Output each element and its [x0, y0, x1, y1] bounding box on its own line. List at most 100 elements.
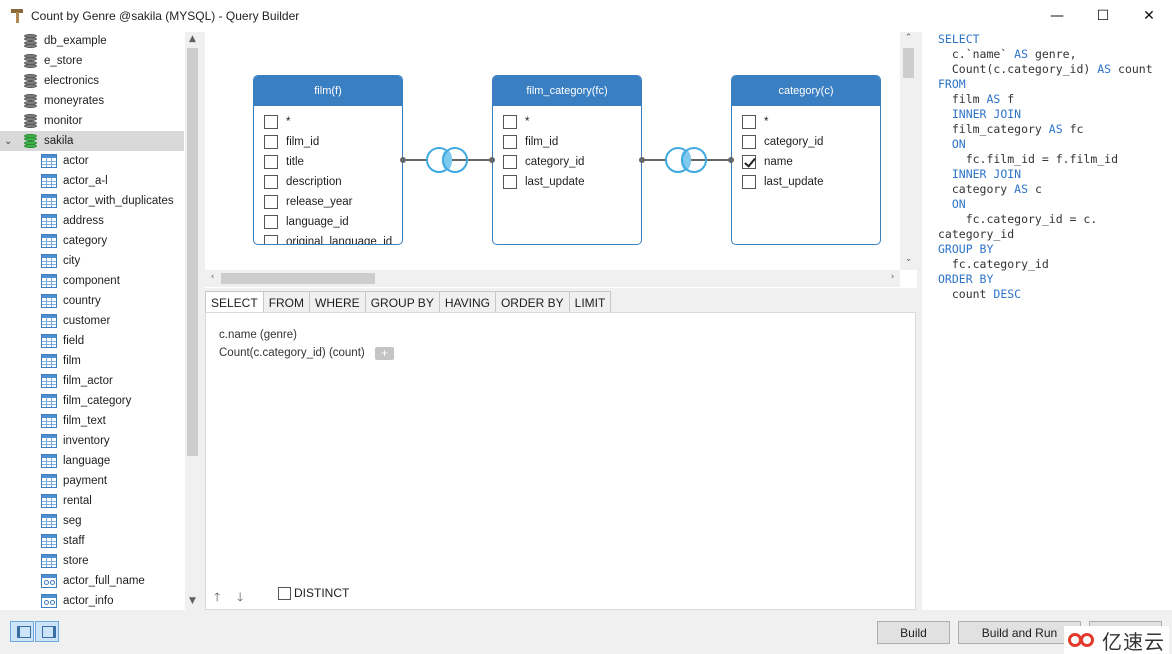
field-checkbox[interactable]: [264, 215, 278, 229]
diagram-field[interactable]: film_id: [503, 132, 558, 152]
tree-table-actor-with-duplicates[interactable]: actor_with_duplicates: [0, 191, 184, 211]
tree-database-electronics[interactable]: electronics: [0, 71, 184, 91]
diagram-field[interactable]: category_id: [742, 132, 823, 152]
inner-join-icon[interactable]: [665, 147, 707, 173]
tree-database-moneyrates[interactable]: moneyrates: [0, 91, 184, 111]
diagram-field[interactable]: *: [503, 112, 529, 132]
tree-table-address[interactable]: address: [0, 211, 184, 231]
sql-text[interactable]: SELECT c.`name` AS genre, Count(c.catego…: [938, 32, 1153, 302]
distinct-option[interactable]: DISTINCT: [278, 586, 349, 600]
tree-table-actor-a-l[interactable]: actor_a-l: [0, 171, 184, 191]
tree-table-rental[interactable]: rental: [0, 491, 184, 511]
diagram-field[interactable]: original_language_id: [264, 232, 392, 244]
field-checkbox[interactable]: [742, 135, 756, 149]
tab-order-by[interactable]: ORDER BY: [494, 291, 570, 313]
field-checkbox[interactable]: [503, 115, 517, 129]
tree-table-actor-full-name[interactable]: actor_full_name: [0, 571, 184, 591]
minimize-button[interactable]: —: [1050, 8, 1064, 24]
layout-left-panel-icon[interactable]: [10, 621, 34, 642]
field-checkbox[interactable]: [742, 155, 756, 169]
field-checkbox[interactable]: [264, 135, 278, 149]
diagram-table-title[interactable]: film_category(fc): [493, 76, 641, 106]
tree-table-actor[interactable]: actor: [0, 151, 184, 171]
move-down-arrow-icon[interactable]: 🡓: [237, 590, 244, 604]
field-checkbox[interactable]: [264, 155, 278, 169]
tree-database-sakila[interactable]: ⌄sakila: [0, 131, 184, 151]
maximize-button[interactable]: ☐: [1096, 8, 1110, 24]
scroll-down-arrow-icon[interactable]: ▼: [189, 596, 196, 606]
field-checkbox[interactable]: [503, 175, 517, 189]
move-up-arrow-icon[interactable]: 🡑: [214, 590, 221, 604]
tree-database-db-example[interactable]: db_example: [0, 32, 184, 51]
select-item[interactable]: Count(c.category_id) (count): [219, 347, 365, 359]
diagram-field[interactable]: *: [264, 112, 290, 132]
diagram-field[interactable]: release_year: [264, 192, 352, 212]
build-button[interactable]: Build: [877, 621, 950, 644]
tab-where[interactable]: WHERE: [309, 291, 366, 313]
tab-select[interactable]: SELECT: [205, 291, 264, 314]
tree-table-store[interactable]: store: [0, 551, 184, 571]
diagram-table-title[interactable]: category(c): [732, 76, 880, 106]
tree-table-film-category[interactable]: film_category: [0, 391, 184, 411]
scroll-left-arrow-icon[interactable]: ‹: [210, 272, 215, 282]
tree-scrollbar[interactable]: ▲ ▼: [185, 32, 200, 610]
diagram-field[interactable]: film_id: [264, 132, 319, 152]
field-checkbox[interactable]: [742, 175, 756, 189]
add-item-button[interactable]: +: [375, 347, 394, 360]
tree-database-monitor[interactable]: monitor: [0, 111, 184, 131]
tree-table-staff[interactable]: staff: [0, 531, 184, 551]
diagram-vscroll-thumb[interactable]: [903, 48, 914, 78]
tree-table-film-text[interactable]: film_text: [0, 411, 184, 431]
tree-scroll-thumb[interactable]: [187, 48, 198, 456]
tree-database-e-store[interactable]: e_store: [0, 51, 184, 71]
field-checkbox[interactable]: [742, 115, 756, 129]
layout-right-panel-icon[interactable]: [35, 621, 59, 642]
inner-join-icon[interactable]: [426, 147, 468, 173]
close-button[interactable]: ✕: [1143, 8, 1155, 24]
sql-preview-panel[interactable]: SELECT c.`name` AS genre, Count(c.catego…: [922, 32, 1172, 610]
select-clause-editor[interactable]: c.name (genre) Count(c.category_id) (cou…: [205, 312, 916, 610]
diagram-hscroll-thumb[interactable]: [221, 273, 375, 284]
field-checkbox[interactable]: [264, 235, 278, 244]
tree-table-actor-info[interactable]: actor_info: [0, 591, 184, 610]
tree-table-component[interactable]: component: [0, 271, 184, 291]
tree-table-country[interactable]: country: [0, 291, 184, 311]
diagram-field[interactable]: *: [742, 112, 768, 132]
expand-chevron-icon[interactable]: ⌄: [4, 135, 13, 147]
diagram-vertical-scrollbar[interactable]: ⌄ ⌃: [900, 32, 917, 270]
diagram-field[interactable]: title: [264, 152, 304, 172]
tree-table-category[interactable]: category: [0, 231, 184, 251]
tree-table-language[interactable]: language: [0, 451, 184, 471]
tree-table-film[interactable]: film: [0, 351, 184, 371]
tab-group-by[interactable]: GROUP BY: [364, 291, 440, 313]
scroll-up-arrow-icon[interactable]: ▲: [189, 34, 196, 44]
scroll-right-arrow-icon[interactable]: ›: [890, 272, 895, 282]
tab-having[interactable]: HAVING: [438, 291, 496, 313]
diagram-field[interactable]: description: [264, 172, 342, 192]
diagram-field[interactable]: last_update: [742, 172, 823, 192]
tree-table-customer[interactable]: customer: [0, 311, 184, 331]
tree-table-payment[interactable]: payment: [0, 471, 184, 491]
diagram-field[interactable]: name: [742, 152, 793, 172]
tree-table-city[interactable]: city: [0, 251, 184, 271]
tab-from[interactable]: FROM: [262, 291, 311, 313]
tree-table-film-actor[interactable]: film_actor: [0, 371, 184, 391]
field-checkbox[interactable]: [503, 135, 517, 149]
tree-table-field[interactable]: field: [0, 331, 184, 351]
scroll-down-arrow-icon[interactable]: ⌄: [904, 254, 913, 264]
tree-table-inventory[interactable]: inventory: [0, 431, 184, 451]
field-checkbox[interactable]: [264, 115, 278, 129]
diagram-field[interactable]: language_id: [264, 212, 349, 232]
field-checkbox[interactable]: [264, 195, 278, 209]
distinct-checkbox[interactable]: [278, 586, 291, 600]
tree-table-seg[interactable]: seg: [0, 511, 184, 531]
build-and-run-button[interactable]: Build and Run: [958, 621, 1081, 644]
field-checkbox[interactable]: [264, 175, 278, 189]
field-checkbox[interactable]: [503, 155, 517, 169]
diagram-field[interactable]: last_update: [503, 172, 584, 192]
diagram-table-title[interactable]: film(f): [254, 76, 402, 106]
tab-limit[interactable]: LIMIT: [568, 291, 612, 313]
